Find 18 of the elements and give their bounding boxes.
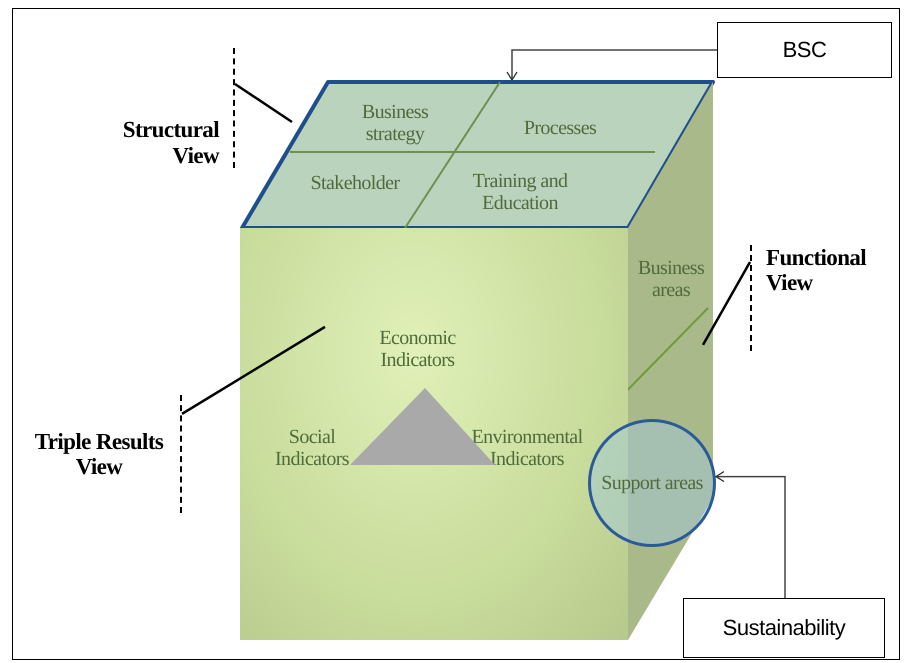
quadrant-label: Training and Education — [440, 160, 600, 224]
indicator-label: Social Indicators — [262, 412, 362, 484]
arrow — [715, 470, 786, 598]
view-label: Structural View — [98, 48, 235, 168]
leader-line — [234, 82, 293, 124]
quadrant-label: Processes — [470, 110, 650, 146]
quadrant-label: Business strategy — [340, 94, 450, 152]
label-box: Sustainability — [683, 598, 885, 658]
view-label: Functional View — [750, 245, 882, 351]
view-label: Triple Results View — [18, 395, 182, 513]
quadrant-label: Stakeholder — [290, 164, 420, 202]
top-face — [240, 80, 715, 230]
label-box: BSC — [717, 22, 892, 78]
leader-line — [181, 326, 326, 415]
leader-line — [702, 261, 752, 346]
area-label: Business areas — [630, 246, 712, 312]
indicator-label: Economic Indicators — [360, 312, 475, 386]
arrow — [506, 49, 717, 81]
